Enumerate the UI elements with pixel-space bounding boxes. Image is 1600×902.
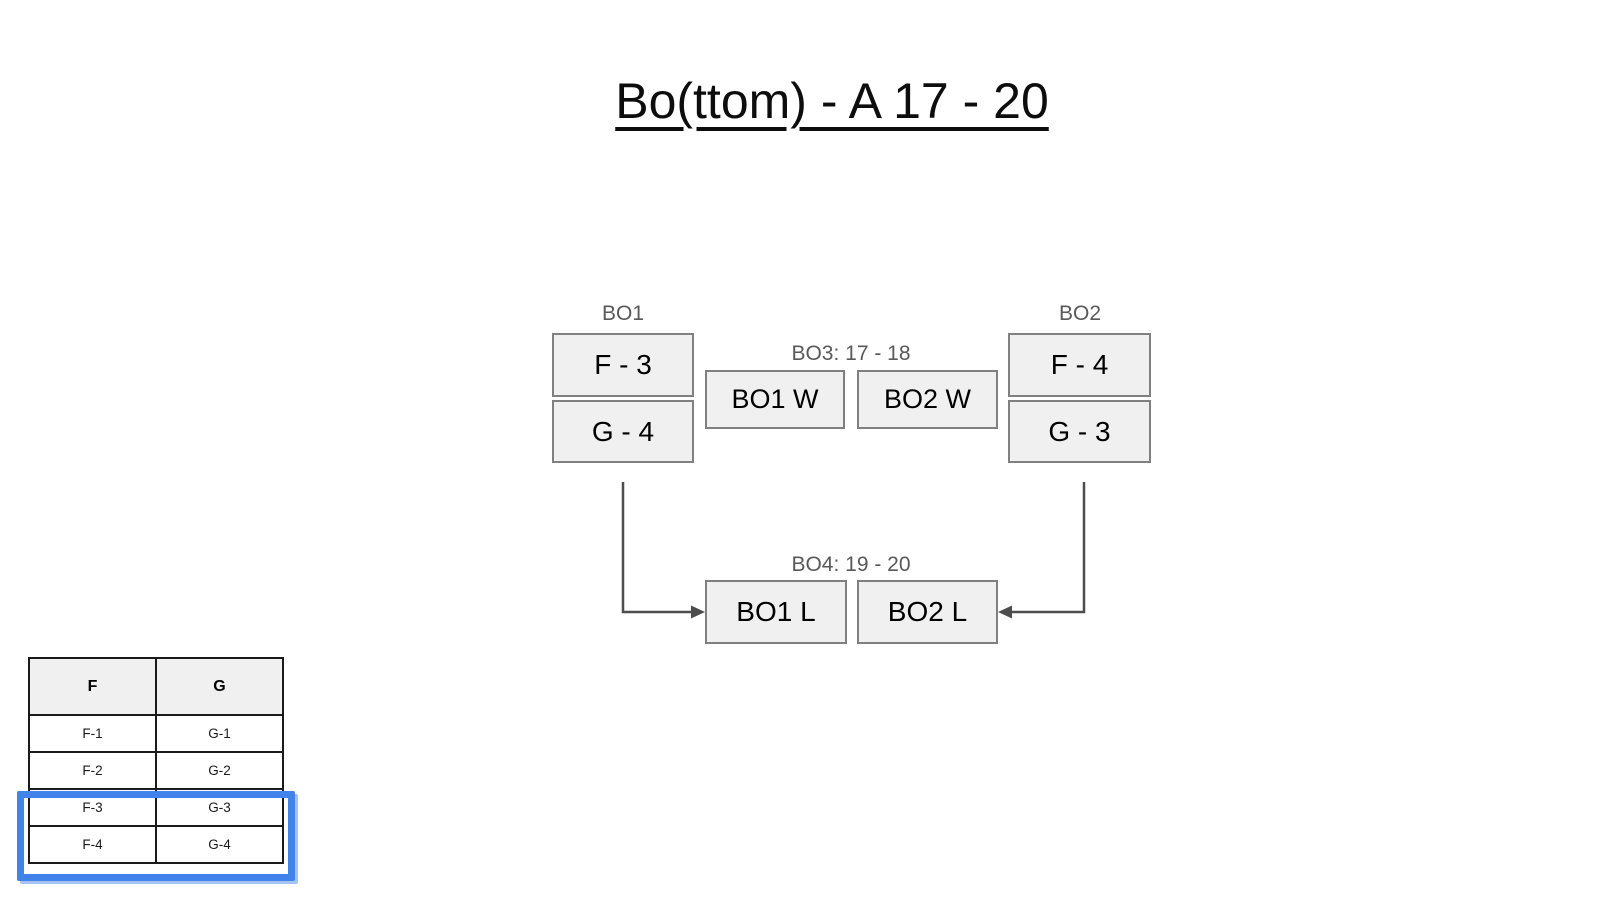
- arrow-bo1-to-bo1l: [621, 482, 705, 619]
- node-label: G - 3: [1048, 415, 1111, 447]
- cell-g3[interactable]: G-3: [155, 788, 284, 827]
- table-row: F-1 G-1: [28, 714, 284, 753]
- node-bo1w[interactable]: BO1 W: [705, 370, 845, 429]
- group-label-bo1: BO1: [601, 302, 645, 325]
- node-bo2-g3[interactable]: G - 3: [1008, 400, 1151, 463]
- cell-f2[interactable]: F-2: [28, 751, 157, 790]
- node-bo2w[interactable]: BO2 W: [857, 370, 998, 429]
- node-bo1l[interactable]: BO1 L: [705, 580, 847, 644]
- node-label: F - 4: [1050, 349, 1109, 380]
- cell-f3[interactable]: F-3: [28, 788, 157, 827]
- group-label-bo2: BO2: [1058, 302, 1102, 325]
- cell-g1[interactable]: G-1: [155, 714, 284, 753]
- node-bo2l[interactable]: BO2 L: [857, 580, 998, 644]
- column-header-g: G: [155, 657, 284, 716]
- group-label-bo3: BO3: 17 - 18: [791, 342, 911, 365]
- cell-f4[interactable]: F-4: [28, 825, 157, 864]
- group-label-bo4: BO4: 19 - 20: [791, 553, 911, 576]
- node-label: F - 3: [594, 349, 652, 380]
- node-label: BO2 L: [887, 596, 968, 627]
- table-row: F-4 G-4: [28, 825, 284, 864]
- node-label: BO2 W: [883, 384, 971, 414]
- table-header-row: F G: [28, 657, 284, 716]
- pairs-table[interactable]: F G F-1 G-1 F-2 G-2 F-3 G-3 F-4 G-4: [28, 657, 284, 864]
- table-row: F-2 G-2: [28, 751, 284, 790]
- cell-g4[interactable]: G-4: [155, 825, 284, 864]
- page-title: Bo(ttom) - A 17 - 20: [615, 73, 1049, 129]
- node-bo1-g4[interactable]: G - 4: [552, 400, 694, 463]
- arrow-bo2-to-bo2l: [998, 482, 1086, 619]
- node-label: G - 4: [591, 415, 655, 447]
- node-label: BO1 W: [731, 384, 819, 414]
- column-header-f: F: [28, 657, 157, 716]
- table-row: F-3 G-3: [28, 788, 284, 827]
- node-label: BO1 L: [736, 596, 816, 627]
- node-bo1-f3[interactable]: F - 3: [552, 333, 694, 397]
- cell-g2[interactable]: G-2: [155, 751, 284, 790]
- cell-f1[interactable]: F-1: [28, 714, 157, 753]
- node-bo2-f4[interactable]: F - 4: [1008, 333, 1151, 397]
